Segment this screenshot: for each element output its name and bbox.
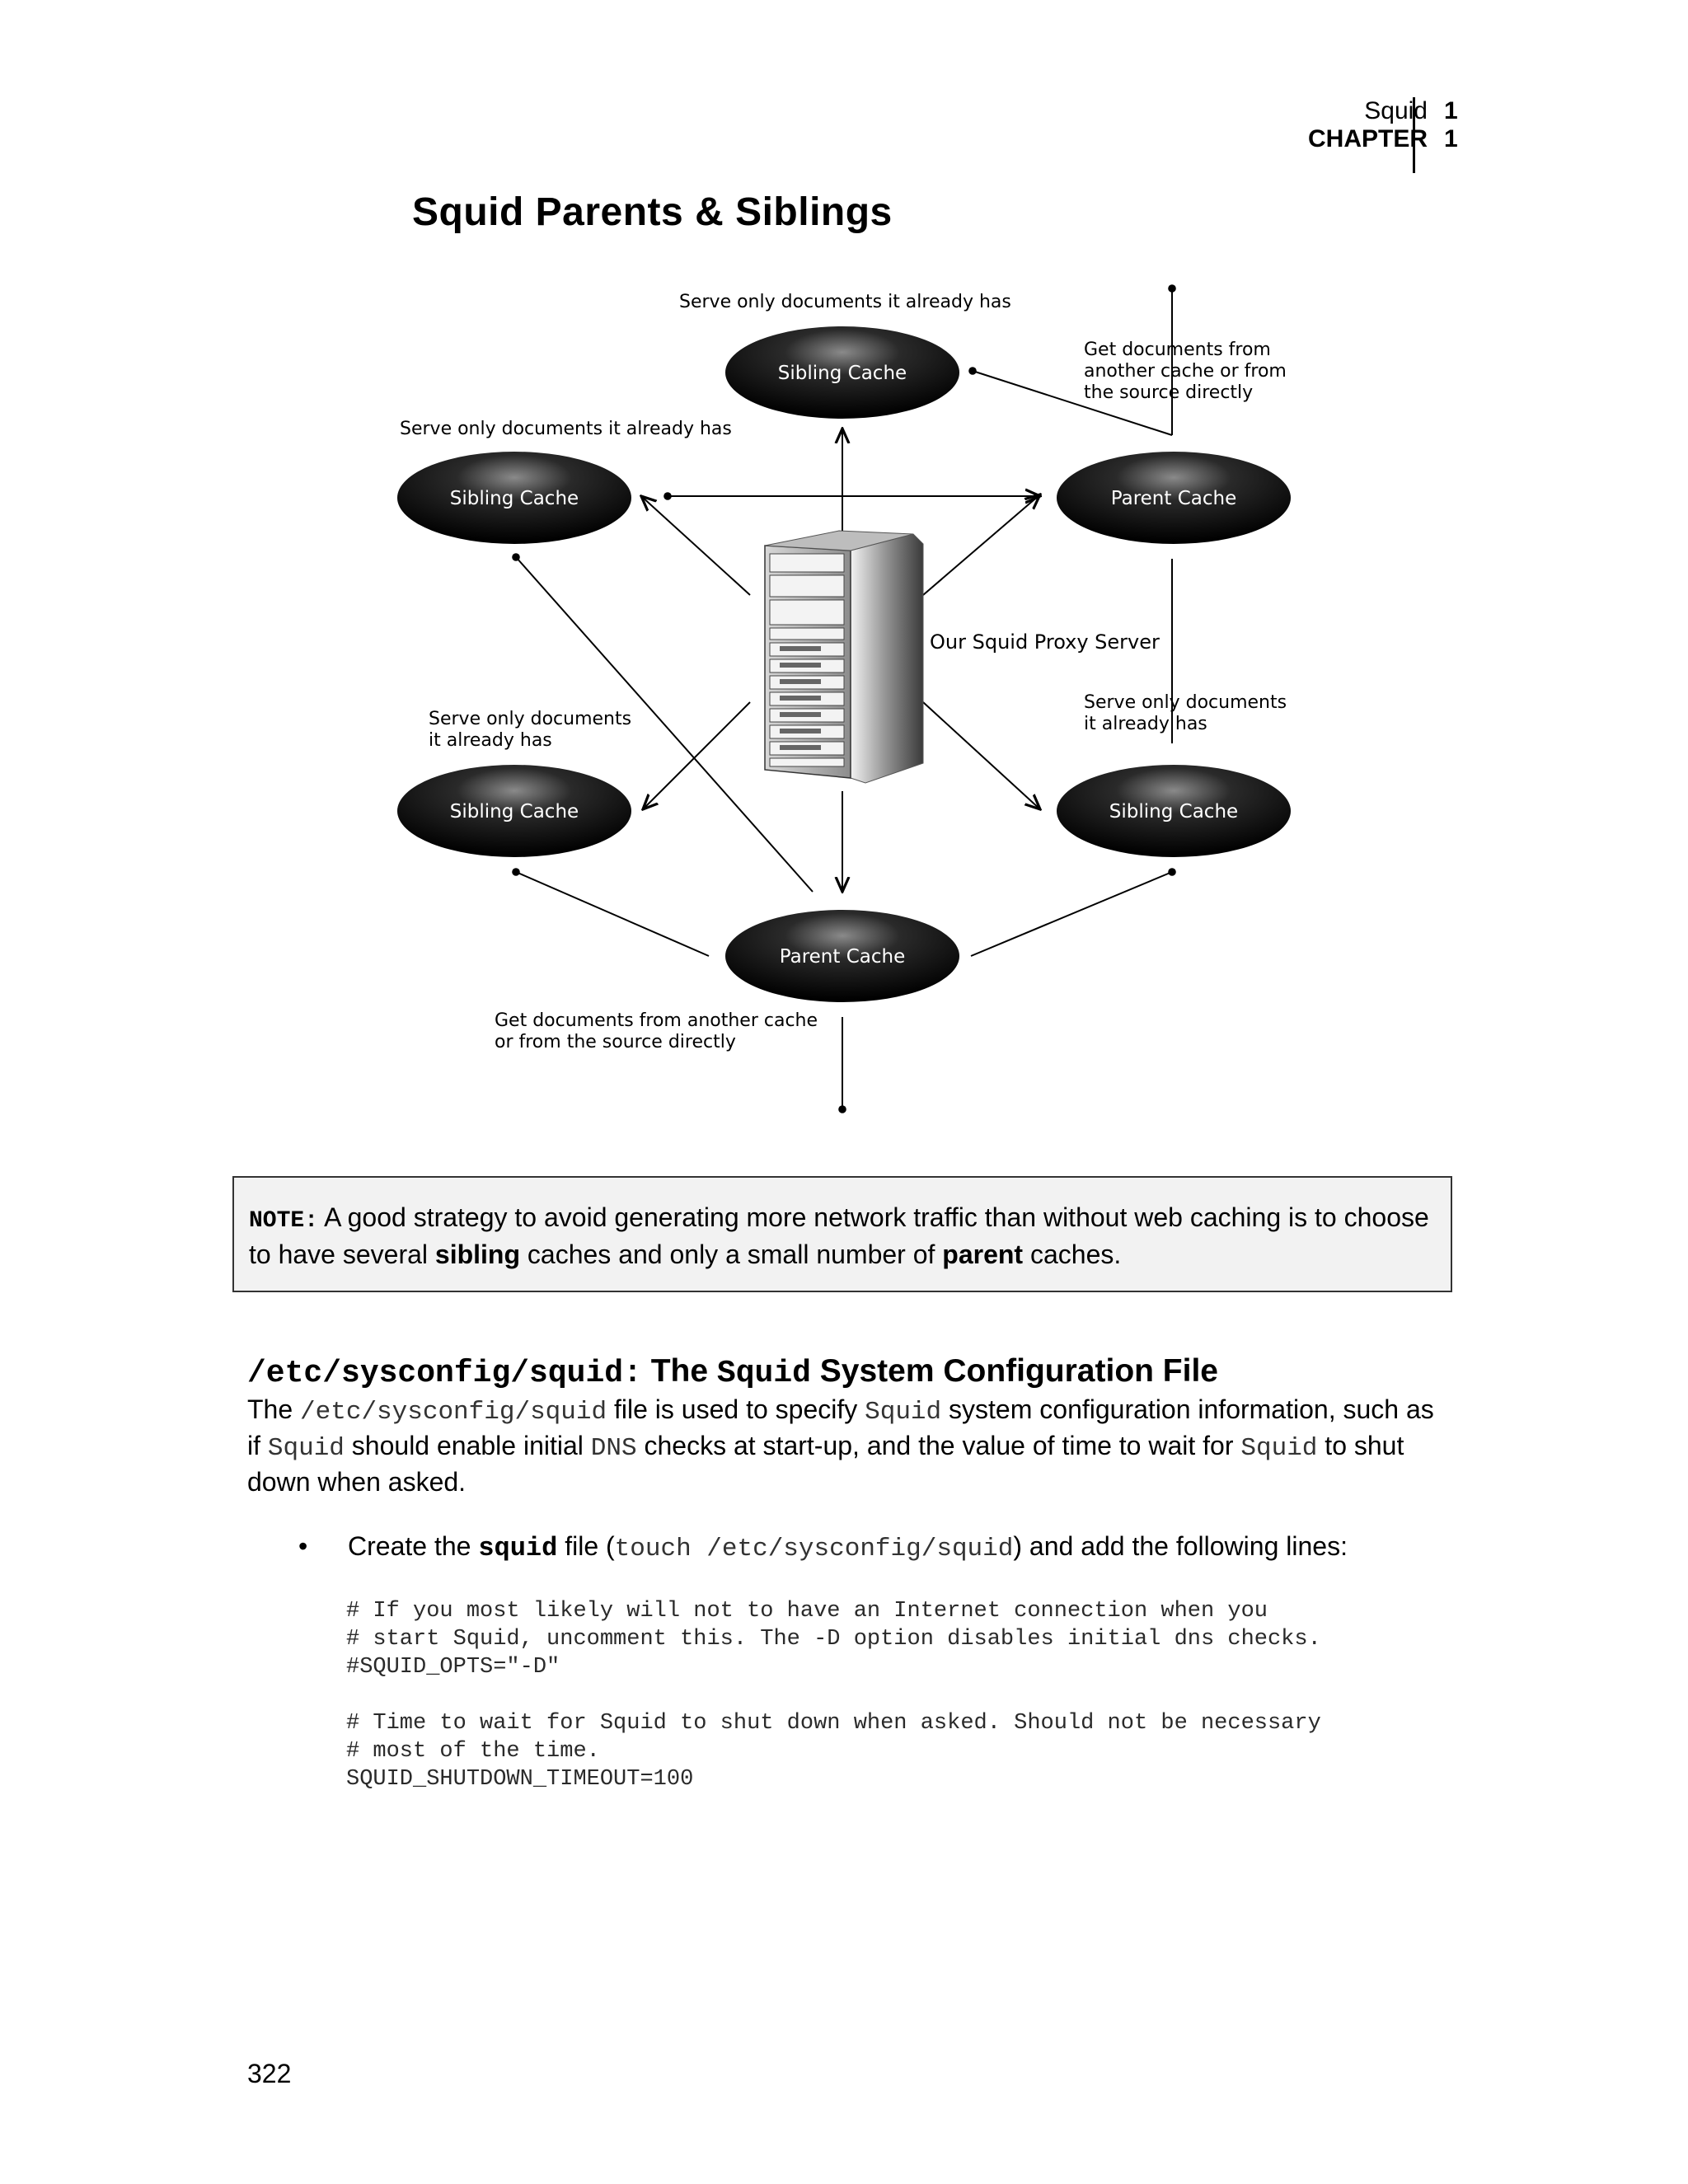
figure-title: Squid Parents & Siblings (412, 190, 893, 234)
bullet-text-3: ) and add the following lines: (1013, 1531, 1348, 1561)
annotation-bottom-get-line-1: Get documents from another cache (495, 1010, 818, 1031)
annotation-right-get-line-2: another cache or from (1084, 361, 1287, 382)
annotation-right-lower-serve-line-1: Serve only documents (1084, 692, 1287, 713)
para-code-squid-1: Squid (865, 1398, 942, 1427)
bullet-code-touch: touch /etc/sysconfig/squid (614, 1535, 1014, 1563)
chapter-number-top: 1 (1444, 97, 1458, 124)
oval-right-lower-sibling (1057, 765, 1291, 857)
connector-top-right-upper (968, 367, 1173, 436)
para-text-1: The (247, 1394, 301, 1424)
note-bold-parent: parent (942, 1240, 1024, 1269)
oval-left-lower-sibling (397, 765, 631, 857)
para-code-squid-3: Squid (1240, 1434, 1318, 1463)
annotation-left-upper-serve: Serve only documents it already has (400, 419, 732, 439)
annotation-left-lower-serve-line-2: it already has (429, 730, 552, 751)
diagram-canvas: Sibling Cache Sibling Cache Parent Cache… (397, 284, 1291, 1113)
connector-server-left-upper (641, 496, 751, 596)
oval-labels: Sibling Cache Sibling Cache Parent Cache… (450, 363, 1238, 968)
connector-server-right-lower (922, 701, 1040, 809)
para-text-5: checks at start-up, and the value of tim… (636, 1431, 1241, 1460)
para-text-6: to shut down when asked. (247, 1431, 1404, 1497)
annotation-left-lower-serve-line-1: Serve only documents (429, 709, 632, 729)
node-left-lower-sibling: Sibling Cache (450, 801, 579, 823)
code-block: # If you most likely will not to have an… (346, 1599, 1321, 1792)
bullet-code-squid: squid (478, 1533, 558, 1563)
oval-left-upper-sibling (397, 452, 631, 544)
bullet-text-2: file ( (557, 1531, 615, 1561)
server-icon (764, 530, 924, 784)
oval-bottom-parent (725, 910, 959, 1002)
annotation-right-get-line-1: Get documents from (1084, 340, 1271, 360)
node-right-lower-sibling: Sibling Cache (1109, 801, 1238, 823)
heading-squid: Squid (716, 1356, 811, 1391)
section-heading: /etc/sysconfig/squid: The Squid System C… (247, 1353, 1218, 1391)
annotation-right-lower-serve-line-2: it already has (1084, 714, 1207, 734)
connector-left-upper-bottom (512, 553, 814, 893)
bullet-item: • Create the squid file (touch /etc/sysco… (298, 1530, 1348, 1566)
node-top-sibling: Sibling Cache (778, 363, 907, 384)
heading-path: /etc/sysconfig/squid: (247, 1356, 642, 1391)
note-text-1: A good strategy to avoid generating more… (249, 1202, 1429, 1269)
connector-lines (512, 284, 1176, 1113)
connector-left-lower-bottom (512, 868, 710, 957)
cache-ovals (397, 326, 1291, 1002)
diagram-figure: Squid Parents & Siblings (397, 190, 1291, 1113)
server-label: Our Squid Proxy Server (930, 630, 1160, 654)
para-code-path: /etc/sysconfig/squid (300, 1398, 607, 1427)
para-code-squid-2: Squid (267, 1434, 345, 1463)
note-text-3: caches. (1023, 1240, 1122, 1269)
node-bottom-parent: Parent Cache (780, 946, 905, 968)
para-text-4: should enable initial (344, 1431, 591, 1460)
note-bold-sibling: sibling (434, 1240, 521, 1269)
note-box: NOTE: A good strategy to avoid generatin… (232, 1176, 1452, 1292)
para-code-dns: DNS (590, 1434, 637, 1463)
para-text-2: file is used to specify (607, 1394, 865, 1424)
annotation-right-get-line-3: the source directly (1084, 382, 1254, 403)
chapter-title: Squid (1364, 97, 1428, 124)
running-header: Squid 1 CHAPTER 1 (1307, 97, 1458, 153)
bullet-text-1: Create the (348, 1531, 479, 1561)
heading-rest: System Configuration File (810, 1353, 1218, 1389)
chapter-label: CHAPTER (1307, 125, 1428, 152)
node-left-upper-sibling: Sibling Cache (450, 488, 579, 509)
oval-right-upper-parent (1057, 452, 1291, 544)
oval-top-sibling (725, 326, 959, 419)
connector-right-lower-bottom (970, 868, 1176, 957)
annotation-bottom-get-line-2: or from the source directly (495, 1032, 736, 1052)
page-number: 322 (247, 2059, 292, 2088)
para-text-3: system configuration information, such a… (247, 1394, 1434, 1460)
heading-the: The (641, 1353, 717, 1389)
body-paragraph: The /etc/sysconfig/squid file is used to… (247, 1393, 1451, 1499)
bullet-marker: • (298, 1531, 308, 1561)
header-divider (1413, 97, 1415, 173)
note-label: NOTE: (249, 1208, 319, 1234)
annotation-top-serve: Serve only documents it already has (679, 292, 1011, 312)
connector-server-right-upper (922, 494, 1040, 596)
chapter-number-bottom: 1 (1444, 125, 1458, 152)
node-right-upper-parent: Parent Cache (1111, 488, 1236, 509)
note-text-2: caches and only a small number of (520, 1240, 943, 1269)
connector-server-left-lower (643, 701, 751, 809)
